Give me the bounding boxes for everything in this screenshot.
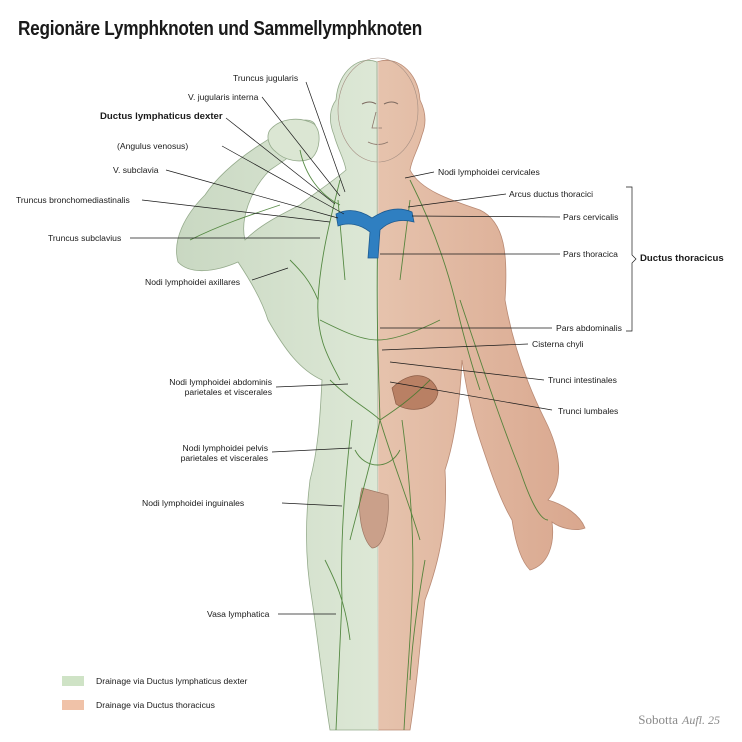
label-trunci-lumbales: Trunci lumbales: [558, 406, 619, 416]
legend-label-dexter: Drainage via Ductus lymphaticus dexter: [96, 676, 248, 686]
label-pars-thoracica: Pars thoracica: [563, 249, 618, 259]
figure-title: Regionäre Lymphknoten und Sammellymphkno…: [18, 18, 422, 40]
label-nodi-inguinales: Nodi lymphoidei inguinales: [142, 498, 245, 508]
label-v-subclavia: V. subclavia: [113, 165, 159, 175]
leader-lines: [130, 81, 637, 615]
label-arcus-ductus-thoracici: Arcus ductus thoracici: [509, 189, 594, 199]
body-left-drainage-region: [176, 60, 379, 731]
label-pars-abdominalis: Pars abdominalis: [556, 323, 622, 333]
label-vasa-lymphatica: Vasa lymphatica: [207, 609, 270, 619]
head-detail: [337, 57, 419, 730]
label-nodi-pelvis-line1: Nodi lymphoidei pelvis: [182, 443, 268, 453]
legend-swatch-dexter: [62, 676, 84, 686]
label-truncus-subclavius: Truncus subclavius: [48, 233, 122, 243]
label-nodi-abdominis-line2: parietales et viscerales: [184, 387, 272, 397]
label-v-jugularis-interna: V. jugularis interna: [188, 92, 259, 102]
brand-name: Sobotta: [638, 712, 678, 727]
label-cisterna-chyli: Cisterna chyli: [532, 339, 584, 349]
genital-region: [359, 487, 389, 549]
label-trunci-intestinales: Trunci intestinales: [548, 375, 617, 385]
brand-edition: Aufl. 25: [682, 713, 720, 727]
label-truncus-bronchomediastinalis: Truncus bronchomediastinalis: [16, 195, 130, 205]
label-nodi-pelvis: Nodi lymphoidei pelvis parietales et vis…: [150, 443, 268, 463]
legend-item-dexter: Drainage via Ductus lymphaticus dexter: [62, 676, 247, 686]
publisher-brand: Sobotta Aufl. 25: [638, 712, 720, 728]
label-angulus-venosus: (Angulus venosus): [117, 141, 189, 151]
label-nodi-abdominis-line1: Nodi lymphoidei abdominis: [169, 377, 272, 387]
label-nodi-axillares: Nodi lymphoidei axillares: [145, 277, 241, 287]
lymph-vessel-network: [189, 149, 549, 731]
label-ductus-lymphaticus-dexter: Ductus lymphaticus dexter: [100, 111, 223, 122]
legend-item-thoracicus: Drainage via Ductus thoracicus: [62, 700, 215, 710]
label-nodi-pelvis-line2: parietales et viscerales: [180, 453, 268, 463]
label-ductus-thoracicus: Ductus thoracicus: [640, 253, 724, 264]
label-nodi-abdominis: Nodi lymphoidei abdominis parietales et …: [150, 377, 272, 397]
legend-label-thoracicus: Drainage via Ductus thoracicus: [96, 700, 215, 710]
venous-angle-vessels: [335, 208, 415, 259]
legend-swatch-thoracicus: [62, 700, 84, 710]
label-pars-cervicalis: Pars cervicalis: [563, 212, 619, 222]
label-nodi-cervicales: Nodi lymphoidei cervicales: [438, 167, 540, 177]
body-right-drainage-region: [376, 60, 586, 731]
label-truncus-jugularis: Truncus jugularis: [233, 73, 299, 83]
